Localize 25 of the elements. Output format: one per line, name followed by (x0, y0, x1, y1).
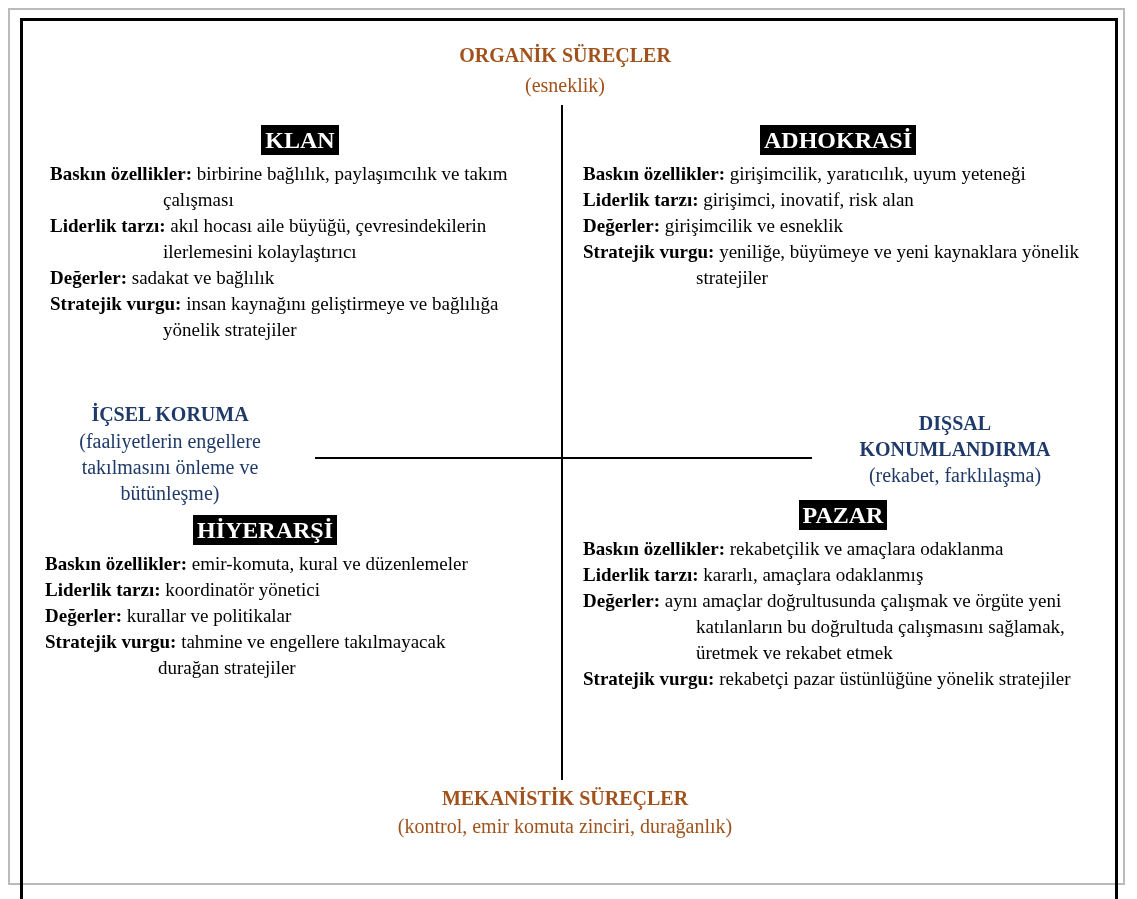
quadrant-heading: ADHOKRASİ (760, 125, 916, 155)
axis-pole-subtitle: (esneklik) (524, 73, 606, 98)
description-text: Baskın özellikler: emir-komuta, kural ve düzenlemeler (45, 552, 469, 576)
axis-pole-title: DIŞSAL KONUMLANDIRMA (858, 411, 1052, 462)
description-text: Stratejik vurgu: yeniliğe, büyümeye ve yeni kaynaklara yönelik stratejiler (583, 240, 1080, 290)
description-text: Değerler: sadakat ve bağlılık (50, 266, 276, 290)
axis-pole-subtitle: (rekabet, farklılaşma) (867, 463, 1043, 488)
description-text: Liderlik tarzı: girişimci, inovatif, risk alan (583, 188, 915, 212)
axis-pole-title: MEKANİSTİK SÜREÇLER (440, 786, 690, 811)
description-text: Baskın özellikler: rekabetçilik ve amaçlara odaklanma (583, 537, 1005, 561)
description-text: Stratejik vurgu: insan kaynağını geliştirmeye ve bağlılığa yönelik stratejiler (50, 292, 500, 342)
quadrant-heading: PAZAR (798, 500, 888, 530)
description-text: Baskın özellikler: girişimcilik, yaratıcılık, uyum yeteneği (583, 162, 1027, 186)
quadrant-heading: KLAN (261, 125, 339, 155)
description-text: Liderlik tarzı: koordinatör yönetici (45, 578, 321, 602)
description-text: Değerler: kurallar ve politikalar (45, 604, 293, 628)
description-text: Stratejik vurgu: rekabetçi pazar üstünlüğüne yönelik stratejiler (583, 667, 1072, 691)
description-text: Stratejik vurgu: tahmine ve engellere takılmayacak durağan stratejiler (45, 630, 447, 680)
description-text: Liderlik tarzı: kararlı, amaçlara odaklanmış (583, 563, 925, 587)
axis-pole-subtitle: (faaliyetlerin engellere takılmasını önleme ve bütünleşme) (78, 429, 262, 506)
axis-pole-title: ORGANİK SÜREÇLER (458, 43, 672, 68)
quadrant-heading: HİYERARŞİ (193, 515, 337, 545)
axis-pole-subtitle: (kontrol, emir komuta zinciri, durağanlık) (396, 814, 734, 839)
description-text: Değerler: girişimcilik ve esneklik (583, 214, 845, 238)
axis-pole-title: İÇSEL KORUMA (90, 402, 250, 427)
